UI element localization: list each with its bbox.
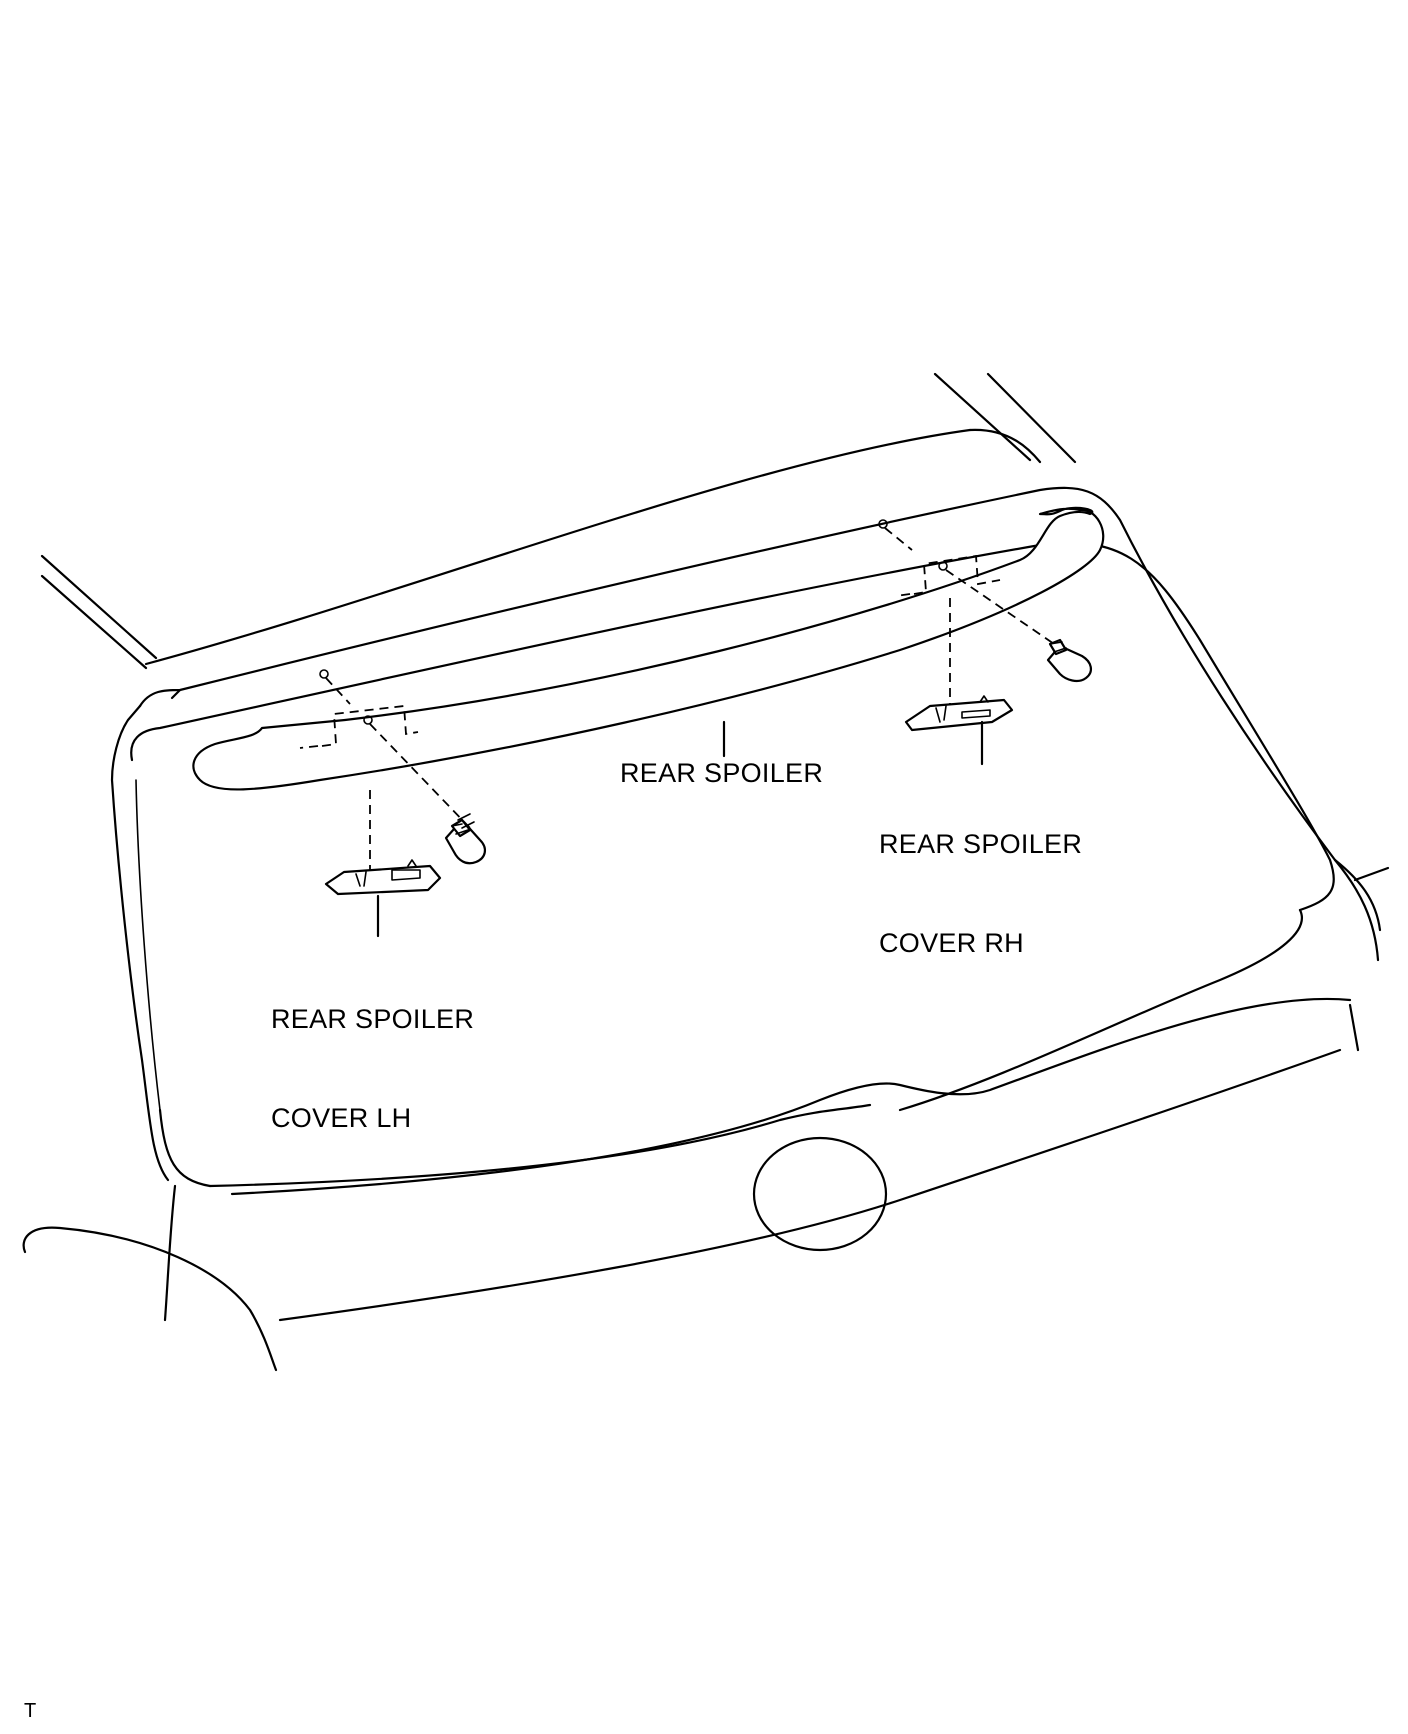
label-rear-spoiler-cover-rh: REAR SPOILER COVER RH xyxy=(879,762,1082,993)
rear-spoiler-part xyxy=(192,506,1105,791)
back-door-outline xyxy=(22,486,1390,1372)
spoiler-cover-part xyxy=(324,859,442,896)
spoiler-cover-part xyxy=(904,695,1014,732)
label-rear-spoiler: REAR SPOILER xyxy=(620,758,824,788)
leader-lines xyxy=(376,720,984,938)
car-roof-outline xyxy=(40,372,1077,670)
bolt-icon xyxy=(1046,638,1092,683)
spoiler-clip-marks xyxy=(299,519,1061,880)
corner-code: T xyxy=(24,1700,37,1722)
label-line: REAR SPOILER xyxy=(271,1004,475,1034)
label-line: REAR SPOILER xyxy=(879,829,1083,859)
label-line: COVER RH xyxy=(879,928,1024,958)
label-rear-spoiler-cover-lh: REAR SPOILER COVER LH xyxy=(271,937,474,1168)
bolt-icon xyxy=(444,813,486,865)
label-line: COVER LH xyxy=(271,1103,412,1133)
